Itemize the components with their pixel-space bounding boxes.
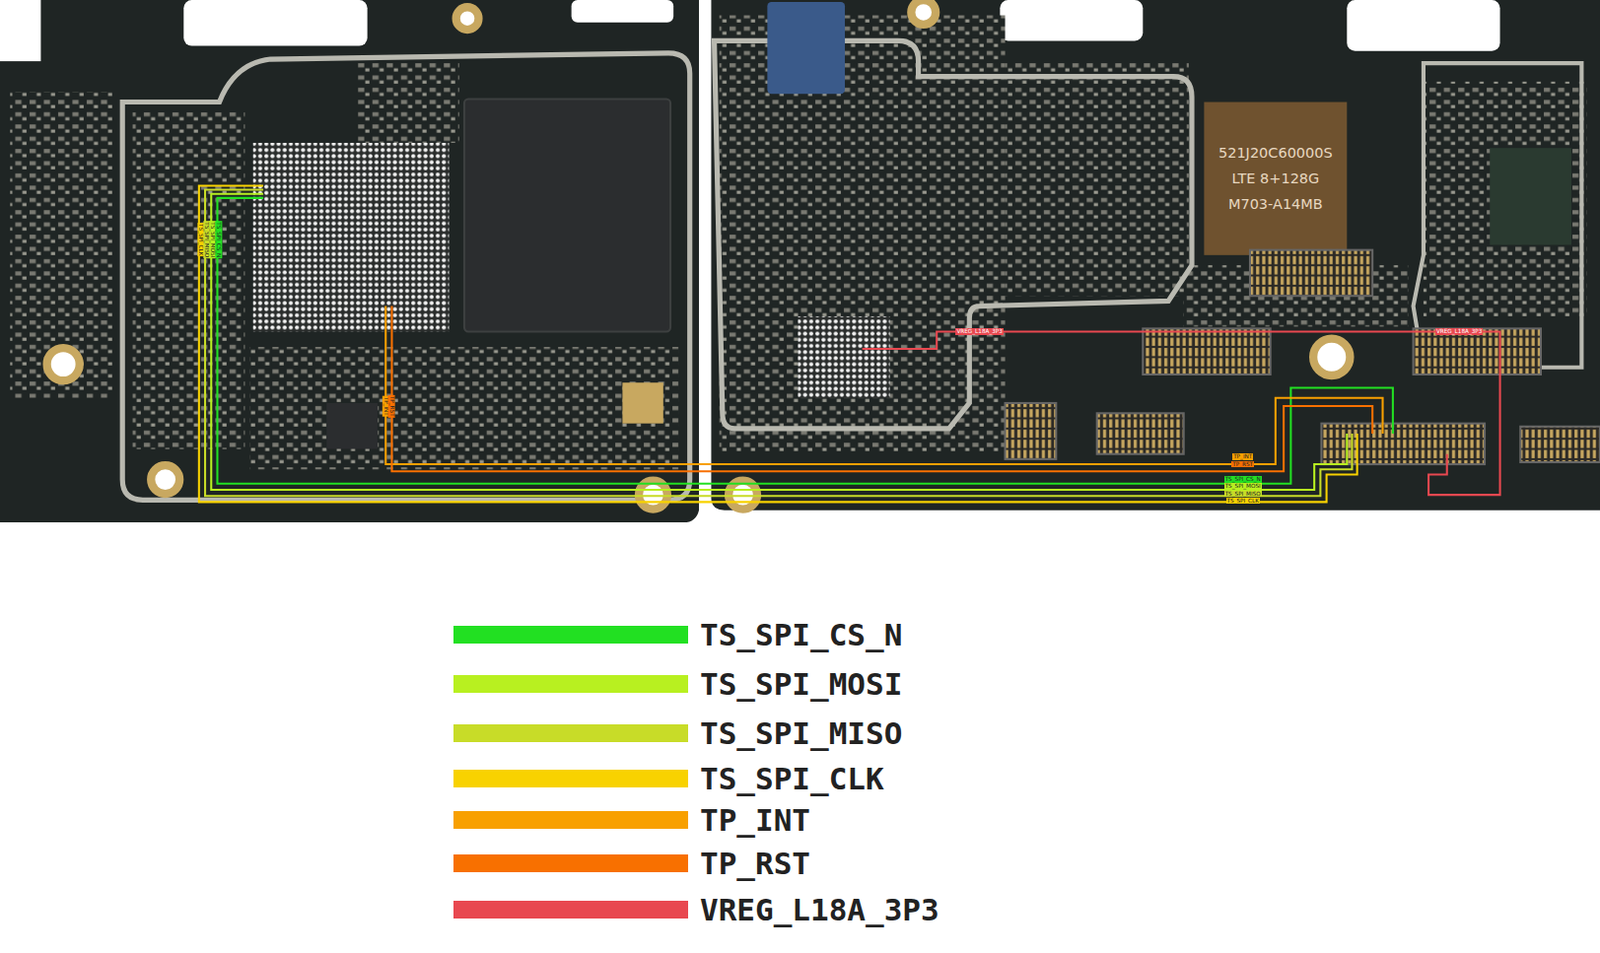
legend-text: TS_SPI_CS_N	[699, 620, 903, 651]
legend-swatch	[453, 675, 689, 694]
signal-tag: TS_SPI_MOSI	[1224, 483, 1262, 490]
legend-text: TP_RST	[699, 848, 811, 880]
legend-text: TS_SPI_CLK	[699, 764, 885, 795]
signal-tag: TS_SPI_CS_N	[1224, 476, 1262, 484]
signal-tag: TP_RST	[1231, 461, 1254, 469]
signal-tag: TS_SPI_MISO	[1224, 490, 1262, 498]
signal-tag: VREG_L18A_3P3	[1435, 328, 1484, 336]
legend-swatch	[453, 854, 689, 873]
legend-text: TS_SPI_MOSI	[699, 669, 903, 700]
chip-marking: 521J20C60000S	[1217, 144, 1334, 162]
signal-tag: TS_SPI_CS_N	[215, 220, 223, 259]
signal-tag: TP_RST	[388, 395, 396, 418]
legend-text: TP_INT	[699, 805, 811, 836]
chip-marking: LTE 8+128G	[1230, 170, 1321, 188]
legend-swatch	[453, 901, 689, 919]
signal-tag: TP_INT	[1232, 453, 1253, 461]
legend-swatch	[453, 626, 689, 644]
legend-text: TS_SPI_MISO	[699, 718, 903, 750]
signal-tag: VREG_L18A_3P3	[955, 328, 1004, 336]
legend-text: VREG_L18A_3P3	[699, 895, 940, 926]
signal-tag: TS_SPI_CLK	[1226, 497, 1260, 505]
legend-swatch	[453, 724, 689, 743]
legend-swatch	[453, 769, 689, 788]
chip-marking: M703-A14MB	[1227, 196, 1324, 213]
legend-swatch	[453, 811, 689, 830]
